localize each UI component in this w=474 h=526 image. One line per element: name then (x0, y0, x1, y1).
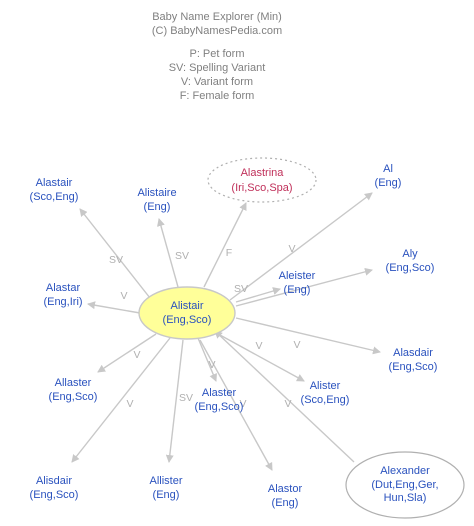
node-aly-origin: (Eng,Sco) (386, 262, 435, 274)
node-alister-origin: (Sco,Eng) (301, 394, 350, 406)
edge-alasdair (235, 317, 381, 355)
node-allaster-origin: (Eng,Sco) (49, 391, 98, 403)
node-alastor-name[interactable]: Alastor (268, 483, 303, 495)
node-alistaire-name[interactable]: Alistaire (137, 187, 176, 199)
node-allister-origin: (Eng) (153, 489, 180, 501)
node-alasdair-name[interactable]: Alasdair (393, 347, 433, 359)
node-alexander-origin-line2: Hun,Sla) (384, 492, 427, 504)
edge-aly (235, 267, 373, 307)
edge-aleister (235, 287, 281, 303)
node-alexander[interactable]: Alexander (Dut,Eng,Ger, Hun,Sla) (345, 451, 465, 519)
node-alastair[interactable]: Alastair (Sco,Eng) (30, 177, 79, 203)
node-allister-name[interactable]: Allister (149, 475, 182, 487)
edge-label-alaster: V (208, 359, 215, 371)
edge-label-al: V (288, 243, 295, 255)
header-title: Baby Name Explorer (Min) (152, 11, 282, 23)
legend-pet-form: P: Pet form (189, 48, 244, 60)
edge-alastrina (203, 202, 247, 288)
node-alisdair-origin: (Eng,Sco) (30, 489, 79, 501)
edge-alastor (199, 339, 273, 471)
edge-label-alexander: V (284, 398, 291, 410)
edge-alistaire (157, 218, 179, 288)
node-alisdair-name[interactable]: Alisdair (36, 475, 72, 487)
node-alastar-origin: (Eng,Iri) (43, 296, 82, 308)
node-allaster[interactable]: Allaster (Eng,Sco) (49, 377, 98, 403)
center-node-ellipse[interactable] (138, 286, 236, 340)
edge-label-alastor: V (239, 398, 246, 410)
node-alexander-origin: (Dut,Eng,Ger, (371, 479, 438, 491)
edge-alaster (197, 337, 217, 382)
edge-alisdair (71, 337, 171, 463)
edge-al (229, 192, 373, 301)
node-alastrina[interactable]: Alastrina (Iri,Sco,Spa) (207, 157, 317, 203)
edge-allaster (97, 333, 157, 373)
center-node-name: Alistair (170, 300, 203, 312)
edge-label-alister: V (255, 340, 262, 352)
edges (71, 192, 381, 471)
edge-allister (165, 339, 184, 463)
edge-label-alastrina: F (226, 247, 232, 259)
node-alastrina-origin: (Iri,Sco,Spa) (231, 182, 292, 194)
edge-label-alisdair: V (126, 398, 133, 410)
node-alexander-ellipse[interactable] (345, 451, 465, 519)
center-node-origin: (Eng,Sco) (163, 314, 212, 326)
node-aleister-name[interactable]: Aleister (279, 270, 316, 282)
center-node[interactable]: Alistair (Eng,Sco) (138, 286, 236, 340)
edge-label-aleister: SV (234, 283, 248, 295)
node-aly[interactable]: Aly (Eng,Sco) (386, 248, 435, 274)
legend-spelling-variant: SV: Spelling Variant (169, 62, 266, 74)
node-alistaire-origin: (Eng) (144, 201, 171, 213)
header: Baby Name Explorer (Min) (C) BabyNamesPe… (152, 11, 282, 102)
node-alastrina-ellipse[interactable] (207, 157, 317, 203)
node-alastair-origin: (Sco,Eng) (30, 191, 79, 203)
node-alastor[interactable]: Alastor (Eng) (268, 483, 303, 509)
edge-alastair (79, 208, 151, 299)
legend-variant-form: V: Variant form (181, 76, 253, 88)
node-aly-name[interactable]: Aly (402, 248, 418, 260)
node-alasdair[interactable]: Alasdair (Eng,Sco) (389, 347, 438, 373)
node-allister[interactable]: Allister (Eng) (149, 475, 182, 501)
node-alastar[interactable]: Alastar (Eng,Iri) (43, 282, 82, 308)
node-alastar-name[interactable]: Alastar (46, 282, 81, 294)
header-copyright: (C) BabyNamesPedia.com (152, 25, 282, 37)
node-alister[interactable]: Alister (Sco,Eng) (301, 380, 350, 406)
node-alaster-origin: (Eng,Sco) (195, 401, 244, 413)
node-alistaire[interactable]: Alistaire (Eng) (137, 187, 176, 213)
edge-label-allister: SV (179, 392, 193, 404)
node-alaster[interactable]: Alaster (Eng,Sco) (195, 387, 244, 413)
node-alastor-origin: (Eng) (272, 497, 299, 509)
legend-female-form: F: Female form (180, 90, 255, 102)
node-allaster-name[interactable]: Allaster (55, 377, 92, 389)
edge-label-alastar: V (120, 290, 127, 302)
node-alisdair[interactable]: Alisdair (Eng,Sco) (30, 475, 79, 501)
edge-alister (219, 334, 305, 382)
node-al-name[interactable]: Al (383, 163, 393, 175)
edge-label-allaster: V (133, 349, 140, 361)
node-al[interactable]: Al (Eng) (375, 163, 402, 189)
edge-label-alasdair: V (293, 339, 300, 351)
edge-alastar (87, 301, 141, 314)
edge-alexander (214, 330, 355, 463)
node-al-origin: (Eng) (375, 177, 402, 189)
node-alexander-name: Alexander (380, 465, 430, 477)
edge-labels: SV SV F V SV V V V V V V SV V V (109, 243, 301, 410)
node-alastrina-name: Alastrina (241, 167, 285, 179)
node-alister-name[interactable]: Alister (310, 380, 341, 392)
node-alaster-name[interactable]: Alaster (202, 387, 237, 399)
edge-label-alastair: SV (109, 254, 123, 266)
node-aleister[interactable]: Aleister (Eng) (279, 270, 316, 296)
node-alastair-name[interactable]: Alastair (36, 177, 73, 189)
node-alasdair-origin: (Eng,Sco) (389, 361, 438, 373)
edge-label-alistaire: SV (175, 250, 189, 262)
node-aleister-origin: (Eng) (284, 284, 311, 296)
